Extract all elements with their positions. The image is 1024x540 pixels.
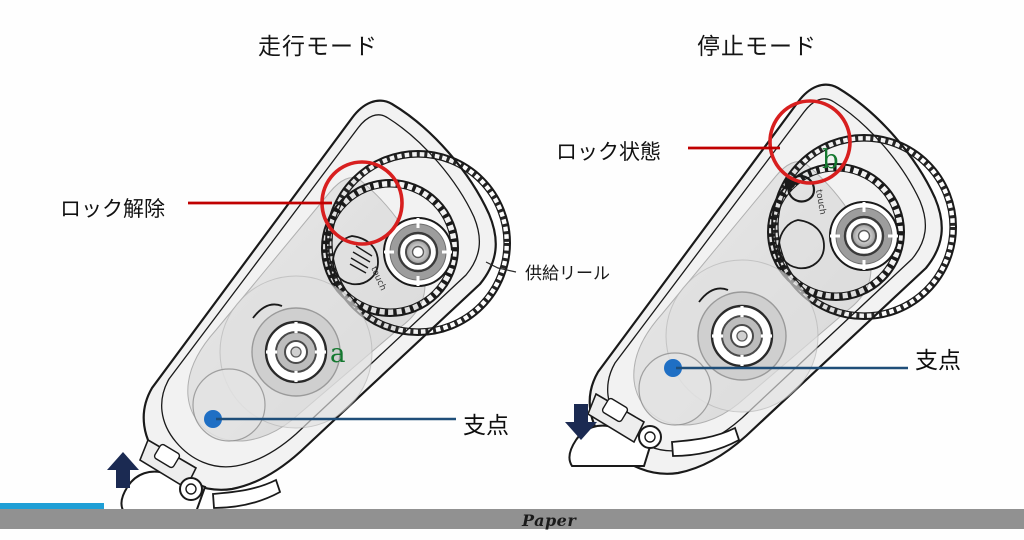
paper-surface bbox=[0, 509, 1024, 529]
marker-letter-a: a bbox=[330, 339, 346, 369]
red-highlight-circle-right bbox=[768, 99, 852, 185]
gear-teeth-left bbox=[322, 180, 458, 316]
left-device-body: touch a bbox=[107, 99, 511, 513]
direction-arrow-down-right bbox=[565, 404, 597, 440]
label-supply-reel: 供給リール bbox=[525, 264, 610, 284]
direction-arrow-up-left bbox=[107, 452, 139, 488]
correction-tape-strip bbox=[0, 503, 104, 510]
panel-title-running: 走行モード bbox=[258, 34, 378, 60]
panel-title-stopped: 停止モード bbox=[697, 34, 817, 60]
fulcrum-dot-right bbox=[664, 359, 682, 377]
label-lock-release: ロック解除 bbox=[60, 197, 165, 221]
label-fulcrum-left: 支点 bbox=[463, 413, 509, 439]
marker-letter-b: b bbox=[822, 145, 839, 175]
svg-text:touch: touch bbox=[813, 189, 827, 216]
leader-line-supply-reel bbox=[485, 261, 517, 273]
label-fulcrum-right: 支点 bbox=[915, 348, 961, 374]
paper-label: Paper bbox=[522, 511, 577, 530]
label-lock-state: ロック状態 bbox=[556, 140, 661, 164]
right-device-body: touch b bbox=[565, 83, 957, 475]
fulcrum-dot-left bbox=[204, 410, 222, 428]
